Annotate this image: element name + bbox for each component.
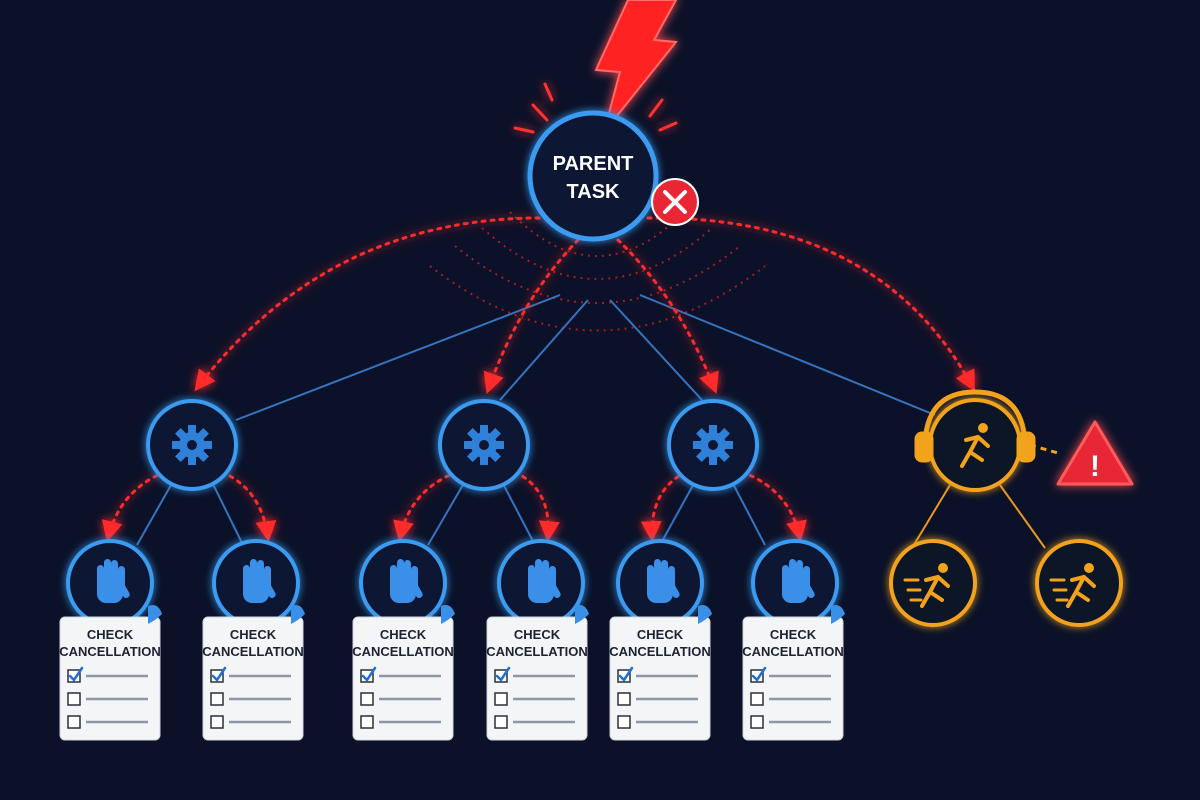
card-title-line1: CHECK bbox=[514, 627, 561, 642]
worker-task-node bbox=[667, 399, 759, 491]
hand-stop-icon bbox=[782, 559, 815, 603]
checklist-item bbox=[210, 715, 291, 729]
child-task-node bbox=[497, 539, 585, 627]
card-title-line2: CANCELLATION bbox=[742, 644, 844, 659]
page-fold-icon bbox=[291, 605, 305, 624]
child-task-node bbox=[66, 539, 154, 627]
running-person-icon bbox=[960, 423, 990, 468]
checklist-item bbox=[360, 692, 441, 706]
checkbox-empty bbox=[210, 715, 224, 729]
headphones-icon bbox=[914, 389, 1036, 463]
checkbox-checked bbox=[67, 669, 81, 683]
parent-task-label-line1: PARENT bbox=[553, 153, 634, 175]
gear-icon bbox=[693, 425, 733, 465]
hand-stop-icon bbox=[647, 559, 680, 603]
parent-task-label-line2: TASK bbox=[567, 181, 621, 203]
hand-stop-icon bbox=[243, 559, 276, 603]
checklist-item bbox=[617, 692, 698, 706]
rogue-child-node bbox=[889, 539, 977, 627]
checkbox-empty bbox=[360, 715, 374, 729]
child-task-node bbox=[212, 539, 300, 627]
checklist-item bbox=[494, 715, 575, 729]
warning-triangle-icon: ! bbox=[1056, 420, 1134, 486]
check-cancellation-card: CHECK CANCELLATION bbox=[352, 605, 455, 741]
page-fold-icon bbox=[698, 605, 712, 624]
checklist-item bbox=[360, 666, 441, 683]
warning-glyph: ! bbox=[1090, 450, 1100, 483]
gear-icon bbox=[464, 425, 504, 465]
card-title-line1: CHECK bbox=[637, 627, 684, 642]
checklist-item bbox=[67, 666, 148, 683]
child-task-node bbox=[616, 539, 704, 627]
checklist-item bbox=[210, 666, 291, 683]
card-title-line2: CANCELLATION bbox=[352, 644, 454, 659]
impact-sparks bbox=[513, 82, 678, 134]
checkbox-empty bbox=[67, 692, 81, 706]
checkbox-checked bbox=[210, 669, 224, 683]
worker-task-node bbox=[438, 399, 530, 491]
running-person-icon bbox=[903, 563, 950, 608]
checkbox-checked bbox=[360, 669, 374, 683]
tree-edges bbox=[136, 294, 936, 546]
hand-stop-icon bbox=[528, 559, 561, 603]
checklist-item bbox=[360, 715, 441, 729]
rogue-child-node bbox=[1035, 539, 1123, 627]
child-task-node bbox=[359, 539, 447, 627]
child-task-node bbox=[751, 539, 839, 627]
hand-stop-icon bbox=[97, 559, 130, 603]
page-fold-icon bbox=[148, 605, 162, 624]
close-icon bbox=[651, 178, 699, 226]
checkbox-empty bbox=[750, 692, 764, 706]
card-title-line1: CHECK bbox=[230, 627, 277, 642]
running-person-icon bbox=[1049, 563, 1096, 608]
checklist-item bbox=[67, 715, 148, 729]
checkbox-empty bbox=[494, 692, 508, 706]
card-title-line2: CANCELLATION bbox=[486, 644, 588, 659]
checkbox-checked bbox=[494, 669, 508, 683]
checklist-item bbox=[617, 666, 698, 683]
check-cancellation-card: CHECK CANCELLATION bbox=[609, 605, 712, 741]
page-fold-icon bbox=[831, 605, 845, 624]
parent-task-node: PARENT TASK bbox=[527, 110, 659, 242]
checklist-item bbox=[210, 692, 291, 706]
signal-ripples bbox=[429, 211, 766, 332]
checkbox-empty bbox=[494, 715, 508, 729]
checklist-item bbox=[67, 692, 148, 706]
page-fold-icon bbox=[441, 605, 455, 624]
check-cancellation-card: CHECK CANCELLATION bbox=[202, 605, 305, 741]
gear-icon bbox=[172, 425, 212, 465]
checkbox-checked bbox=[750, 669, 764, 683]
cancellation-signals bbox=[101, 216, 975, 543]
card-title-line2: CANCELLATION bbox=[609, 644, 711, 659]
card-title-line2: CANCELLATION bbox=[59, 644, 161, 659]
checklist-item bbox=[494, 692, 575, 706]
checklist-item bbox=[750, 715, 831, 729]
lightning-bolt-icon bbox=[594, 0, 678, 133]
checkbox-empty bbox=[210, 692, 224, 706]
checkbox-empty bbox=[617, 715, 631, 729]
page-fold-icon bbox=[575, 605, 589, 624]
hand-stop-icon bbox=[390, 559, 423, 603]
card-title-line1: CHECK bbox=[380, 627, 427, 642]
checklist-item bbox=[617, 715, 698, 729]
checkbox-empty bbox=[67, 715, 81, 729]
worker-task-node bbox=[146, 399, 238, 491]
check-cancellation-card: CHECK CANCELLATION bbox=[742, 605, 845, 741]
checklist-item bbox=[494, 666, 575, 683]
checkbox-empty bbox=[750, 715, 764, 729]
check-cancellation-card: CHECK CANCELLATION bbox=[486, 605, 589, 741]
card-title-line2: CANCELLATION bbox=[202, 644, 304, 659]
checkbox-empty bbox=[360, 692, 374, 706]
checklist-item bbox=[750, 666, 831, 683]
checkbox-checked bbox=[617, 669, 631, 683]
card-title-line1: CHECK bbox=[770, 627, 817, 642]
card-title-line1: CHECK bbox=[87, 627, 134, 642]
checkbox-empty bbox=[617, 692, 631, 706]
rogue-edges bbox=[911, 484, 1046, 549]
check-cancellation-card: CHECK CANCELLATION bbox=[59, 605, 162, 741]
checklist-item bbox=[750, 692, 831, 706]
